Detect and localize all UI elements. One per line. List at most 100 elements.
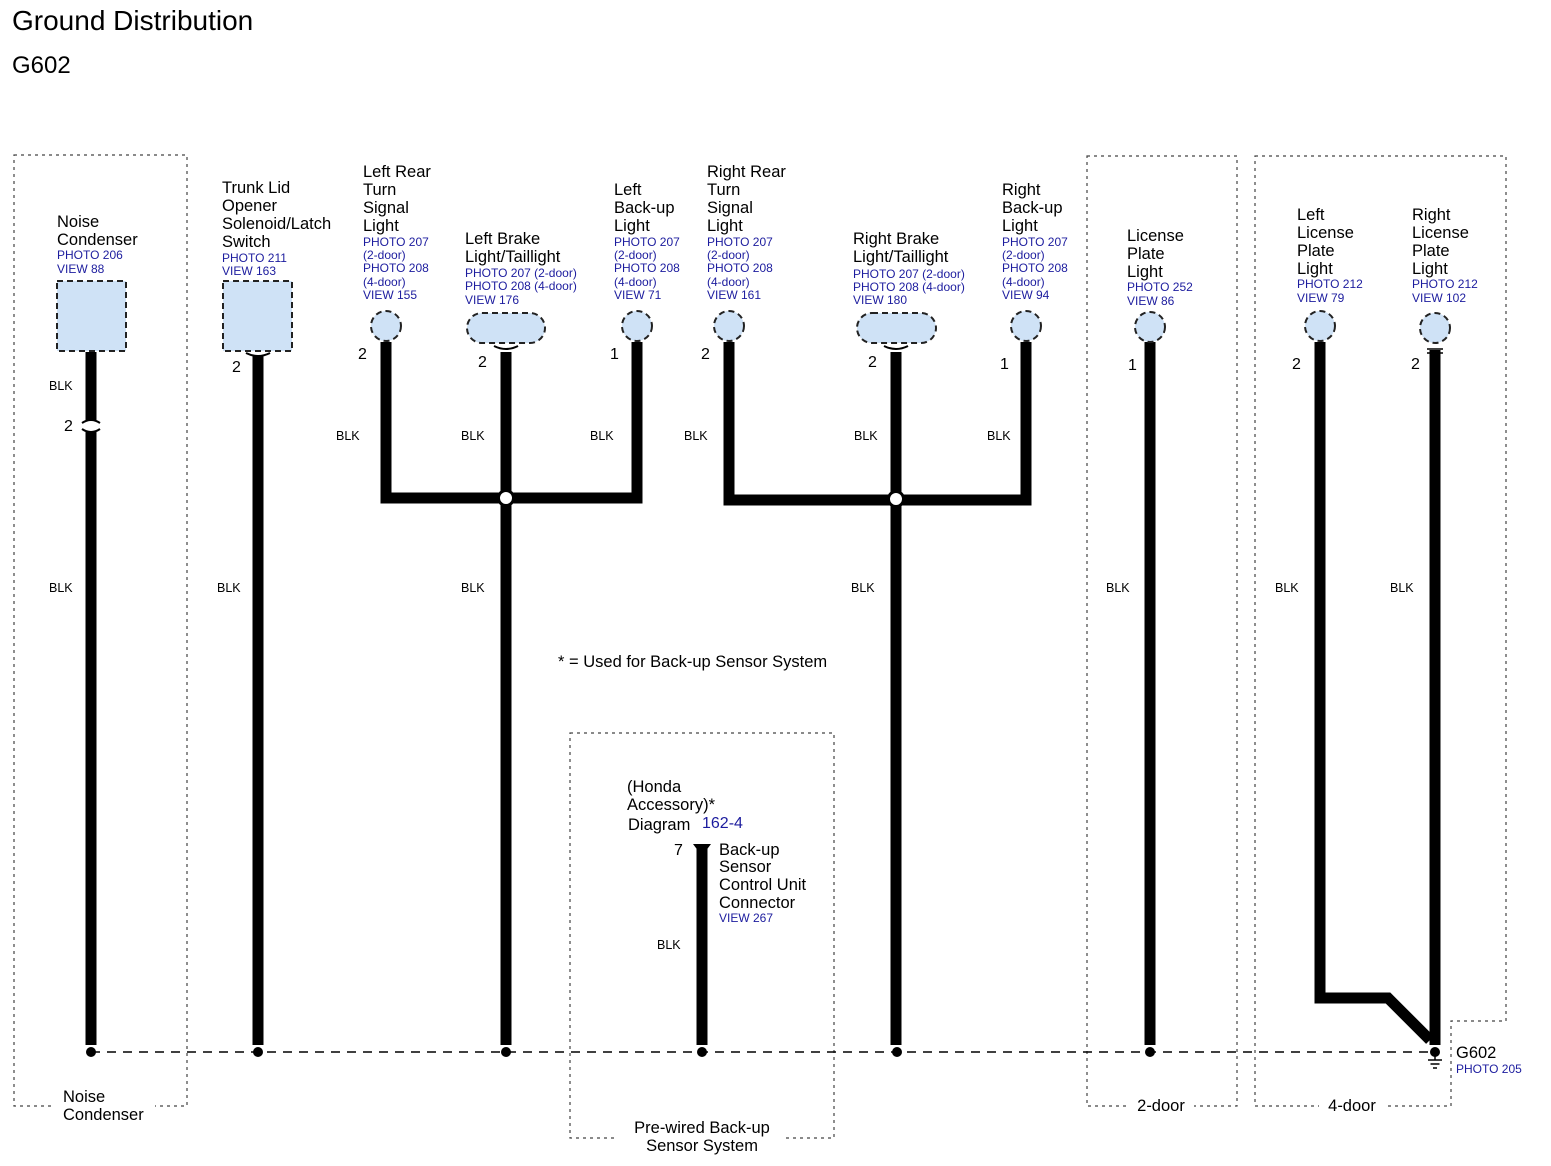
right-brake-ref-3[interactable]: VIEW 180 [853, 293, 907, 307]
backup-sensor-box: Pre-wired Back-up Sensor System [569, 732, 835, 1156]
backup-sensor-connector: 7 (Honda Accessory)* Diagram 162-4 Back-… [627, 778, 807, 925]
left-backup-name-3: Light [614, 217, 650, 235]
right-license-name-4: Light [1412, 260, 1448, 278]
right-brake-ref-2[interactable]: PHOTO 208 (4-door) [853, 280, 965, 294]
wires [85, 342, 1441, 1045]
left-license-pin: 2 [1292, 356, 1301, 373]
left-rear-turn-name-3: Signal [363, 199, 409, 217]
wire-color-label: BLK [684, 429, 708, 443]
right-backup-ref-3[interactable]: PHOTO 208 [1002, 261, 1068, 275]
backup-sensor-diagram-label: Diagram [628, 816, 690, 834]
left-license-bulb-icon [1304, 310, 1336, 342]
right-backup-ref-5[interactable]: VIEW 94 [1002, 288, 1050, 302]
right-backup-ref-2: (2-door) [1002, 248, 1045, 262]
noise-condenser-ref-1[interactable]: PHOTO 206 [57, 248, 123, 262]
left-brake-ref-2[interactable]: PHOTO 208 (4-door) [465, 279, 577, 293]
left-backup-bulb-icon [621, 310, 653, 342]
right-brake-bulb-icon [856, 312, 937, 344]
backup-sensor-note: * = Used for Back-up Sensor System [558, 653, 827, 671]
license-plate-ref-2[interactable]: VIEW 86 [1127, 294, 1175, 308]
two-door-box-label: 2-door [1137, 1097, 1185, 1115]
right-license-name-1: Right [1412, 206, 1451, 224]
backup-sensor-pin: 7 [674, 842, 683, 859]
page-subtitle: G602 [12, 52, 71, 79]
left-rear-turn-ref-4: (4-door) [363, 275, 406, 289]
license-plate-bulb-icon [1134, 311, 1166, 343]
right-rear-turn-ref-3[interactable]: PHOTO 208 [707, 261, 773, 275]
wire-color-label: BLK [336, 429, 360, 443]
left-brake-ref-3[interactable]: VIEW 176 [465, 293, 519, 307]
right-rear-turn-ref-2: (2-door) [707, 248, 750, 262]
left-backup-light: 1 Left Back-up Light PHOTO 207 (2-door) … [610, 181, 680, 363]
backup-sensor-ref-1[interactable]: VIEW 267 [719, 911, 773, 925]
trunk-lid-name-4: Switch [222, 233, 271, 251]
wire-color-label: BLK [461, 429, 485, 443]
right-brake-taillight: 2 Right Brake Light/Taillight PHOTO 207 … [853, 230, 965, 371]
right-backup-bulb-icon [1010, 310, 1042, 342]
ground-name: G602 [1456, 1044, 1496, 1062]
right-rear-turn-name-3: Signal [707, 199, 753, 217]
noise-condenser-ref-2[interactable]: VIEW 88 [57, 262, 105, 276]
right-backup-ref-1[interactable]: PHOTO 207 [1002, 235, 1068, 249]
left-backup-pin: 1 [610, 346, 619, 363]
noise-condenser: Noise Condenser PHOTO 206 VIEW 88 [56, 213, 138, 352]
left-backup-ref-2: (2-door) [614, 248, 657, 262]
right-rear-turn-ref-1[interactable]: PHOTO 207 [707, 235, 773, 249]
right-backup-light: 1 Right Back-up Light PHOTO 207 (2-door)… [1000, 181, 1068, 373]
backup-sensor-name-3: Control Unit [719, 876, 807, 894]
left-rear-turn-name-4: Light [363, 217, 399, 235]
left-backup-ref-1[interactable]: PHOTO 207 [614, 235, 680, 249]
left-rear-turn-ref-1[interactable]: PHOTO 207 [363, 235, 429, 249]
left-rear-turn-ref-5[interactable]: VIEW 155 [363, 288, 417, 302]
right-backup-name-1: Right [1002, 181, 1041, 199]
right-license-name-2: License [1412, 224, 1469, 242]
backup-sensor-name-4: Connector [719, 894, 796, 912]
ground-photo-ref[interactable]: PHOTO 205 [1456, 1062, 1522, 1076]
wire-color-labels: BLK BLK BLK BLK BLK BLK BLK BLK BLK BLK … [49, 379, 1414, 952]
wire-color-label: BLK [590, 429, 614, 443]
noise-condenser-name-2: Condenser [57, 231, 138, 249]
left-backup-ref-4: (4-door) [614, 275, 657, 289]
right-rear-turn-ref-5[interactable]: VIEW 161 [707, 288, 761, 302]
left-license-plate-light: 2 Left License Plate Light PHOTO 212 VIE… [1292, 206, 1363, 373]
trunk-lid-ref-2[interactable]: VIEW 163 [222, 264, 276, 278]
left-license-name-4: Light [1297, 260, 1333, 278]
left-rear-turn-ref-3[interactable]: PHOTO 208 [363, 261, 429, 275]
backup-sensor-name-2: Sensor [719, 858, 772, 876]
ground-symbol-icon [1428, 1052, 1442, 1069]
trunk-lid-pin: 2 [232, 359, 241, 376]
left-backup-ref-3[interactable]: PHOTO 208 [614, 261, 680, 275]
noise-condenser-name-1: Noise [57, 213, 99, 231]
license-plate-ref-1[interactable]: PHOTO 252 [1127, 280, 1193, 294]
trunk-lid-name-3: Solenoid/Latch [222, 215, 331, 233]
right-rear-turn-bulb-icon [713, 310, 745, 342]
trunk-lid-body [222, 280, 293, 352]
backup-sensor-name-1: Back-up [719, 841, 780, 859]
wire-color-label: BLK [657, 938, 681, 952]
left-brake-ref-1[interactable]: PHOTO 207 (2-door) [465, 266, 577, 280]
backup-sensor-diagram-link[interactable]: 162-4 [702, 815, 743, 832]
right-rear-turn-signal-light: 2 Right Rear Turn Signal Light PHOTO 207… [701, 163, 786, 363]
right-backup-name-3: Light [1002, 217, 1038, 235]
inline-connector-pin: 2 [64, 418, 73, 435]
right-brake-pin: 2 [868, 354, 877, 371]
right-rear-turn-name-4: Light [707, 217, 743, 235]
noise-condenser-body [56, 280, 127, 352]
right-brake-name-2: Light/Taillight [853, 248, 949, 266]
right-license-ref-1[interactable]: PHOTO 212 [1412, 277, 1478, 291]
backup-sensor-terminal-icon [693, 844, 711, 852]
left-rear-turn-bulb-icon [370, 310, 402, 342]
trunk-lid-name-1: Trunk Lid [222, 179, 290, 197]
right-license-ref-2[interactable]: VIEW 102 [1412, 291, 1466, 305]
trunk-lid-ref-1[interactable]: PHOTO 211 [222, 251, 287, 265]
right-brake-ref-1[interactable]: PHOTO 207 (2-door) [853, 267, 965, 281]
right-backup-ref-4: (4-door) [1002, 275, 1045, 289]
left-rear-turn-name-1: Left Rear [363, 163, 431, 181]
left-license-name-1: Left [1297, 206, 1325, 224]
left-license-ref-1[interactable]: PHOTO 212 [1297, 277, 1363, 291]
left-rear-turn-pin: 2 [358, 346, 367, 363]
left-rear-turn-ref-2: (2-door) [363, 248, 406, 262]
left-backup-ref-5[interactable]: VIEW 71 [614, 288, 662, 302]
left-license-ref-2[interactable]: VIEW 79 [1297, 291, 1345, 305]
